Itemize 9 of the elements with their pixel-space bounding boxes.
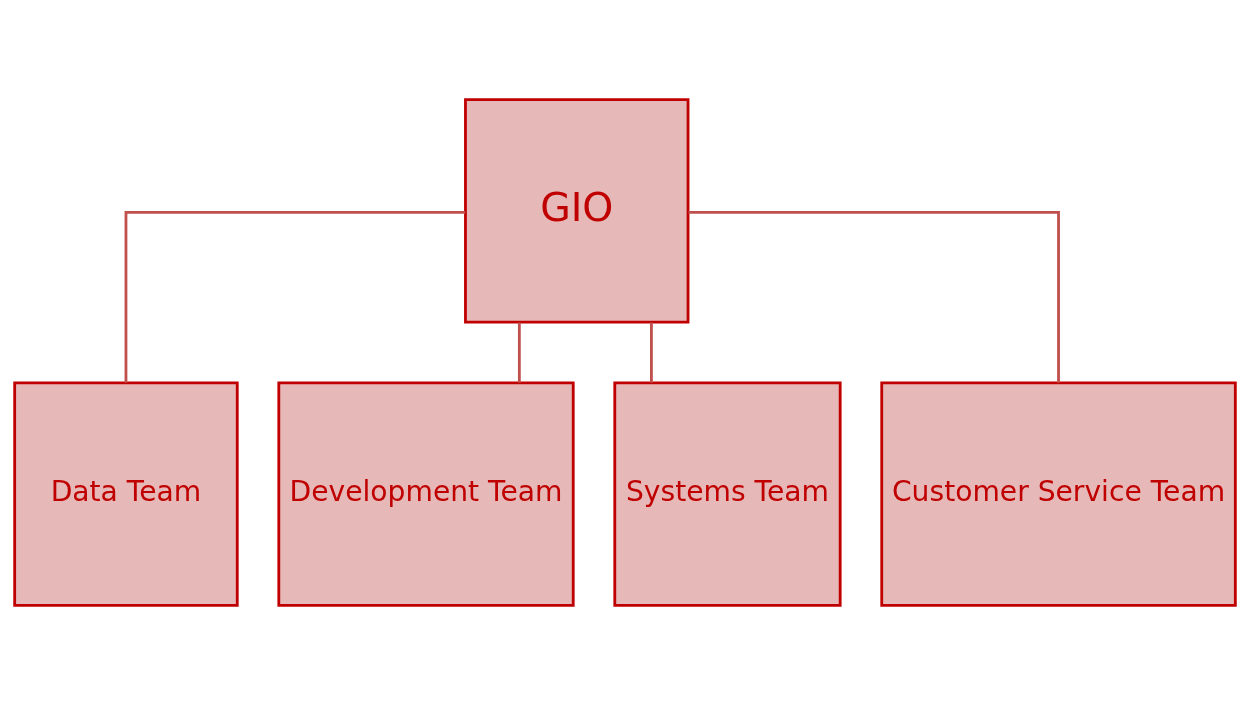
node-box: Data Team bbox=[13, 380, 239, 607]
node-box: Development Team bbox=[277, 380, 575, 607]
node-box: Systems Team bbox=[613, 380, 842, 607]
connector bbox=[688, 210, 1060, 383]
node-box: GIO bbox=[464, 97, 690, 324]
node-box: Customer Service Team bbox=[880, 380, 1237, 607]
connector bbox=[650, 321, 653, 383]
connector bbox=[124, 210, 466, 383]
connector bbox=[517, 321, 521, 383]
